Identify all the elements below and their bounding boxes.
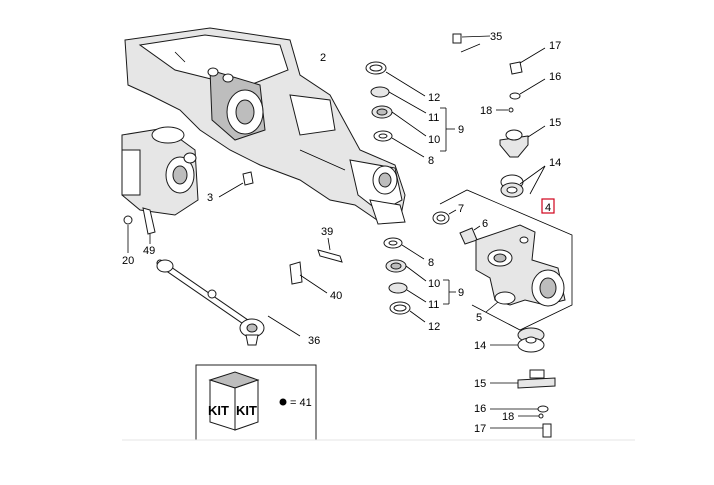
callout-5[interactable]: 5 xyxy=(476,312,482,324)
knuckle-frame xyxy=(439,189,573,331)
lower-washer-8[interactable] xyxy=(383,237,425,260)
upper-pin-18[interactable] xyxy=(496,107,514,113)
lower-pin-18[interactable] xyxy=(518,413,544,419)
upper-cap-15[interactable] xyxy=(499,125,546,158)
kit-label-left: KIT xyxy=(208,403,229,418)
callout-10-lower[interactable]: 10 xyxy=(428,278,440,290)
part-39-pin[interactable] xyxy=(317,237,343,263)
callout-6[interactable]: 6 xyxy=(482,218,488,230)
part-3-nut[interactable] xyxy=(218,171,254,198)
callout-10-upper[interactable]: 10 xyxy=(428,134,440,146)
callout-40[interactable]: 40 xyxy=(330,290,342,302)
legend-dot-icon xyxy=(279,398,287,406)
callout-11-lower[interactable]: 11 xyxy=(428,299,439,311)
callout-15-upper[interactable]: 15 xyxy=(549,117,561,129)
callout-12-lower[interactable]: 12 xyxy=(428,321,440,333)
part-35-bolt[interactable] xyxy=(452,33,491,53)
axle-housing[interactable] xyxy=(124,27,406,225)
callout-12-upper[interactable]: 12 xyxy=(428,92,440,104)
differential-assembly[interactable] xyxy=(121,126,199,216)
callout-17-lower[interactable]: 17 xyxy=(474,423,486,435)
callout-39[interactable]: 39 xyxy=(321,226,333,238)
callout-9-upper[interactable]: 9 xyxy=(458,124,464,136)
callout-49[interactable]: 49 xyxy=(143,245,155,257)
steering-knuckle[interactable] xyxy=(475,224,566,313)
upper-spacer-14[interactable] xyxy=(500,165,546,198)
callout-8-upper[interactable]: 8 xyxy=(428,155,434,167)
upper-washer-16[interactable] xyxy=(509,78,546,100)
kit-box xyxy=(195,364,317,441)
lower-spacer-14[interactable] xyxy=(490,327,545,353)
callout-14-lower[interactable]: 14 xyxy=(474,340,486,352)
callout-16-upper[interactable]: 16 xyxy=(549,71,561,83)
lower-cap-15[interactable] xyxy=(490,369,556,389)
callout-20[interactable]: 20 xyxy=(122,255,134,267)
callout-18-lower[interactable]: 18 xyxy=(502,411,514,423)
upper-bearing-11[interactable] xyxy=(370,86,427,114)
part-49-bracket[interactable] xyxy=(142,207,156,244)
kit-legend: = 41 xyxy=(290,397,312,409)
lower-washer-16[interactable] xyxy=(490,405,549,413)
kit-label-right: KIT xyxy=(236,403,257,418)
part-40-clip[interactable] xyxy=(289,261,328,294)
callout-2[interactable]: 2 xyxy=(320,52,326,64)
upper-bolt-17[interactable] xyxy=(509,47,546,75)
callout-3[interactable]: 3 xyxy=(207,192,213,204)
callout-7[interactable]: 7 xyxy=(458,203,464,215)
callout-17-upper[interactable]: 17 xyxy=(549,40,561,52)
callout-8-lower[interactable]: 8 xyxy=(428,257,434,269)
callout-35[interactable]: 35 xyxy=(490,31,502,43)
callout-36[interactable]: 36 xyxy=(308,335,320,347)
callout-14-upper[interactable]: 14 xyxy=(549,157,561,169)
upper-bearing-10[interactable] xyxy=(371,105,427,137)
callout-15-lower[interactable]: 15 xyxy=(474,378,486,390)
lower-seal-12[interactable] xyxy=(389,301,426,323)
lower-bearing-10[interactable] xyxy=(385,259,427,282)
part-7-seal[interactable] xyxy=(432,209,457,225)
part-20-nut[interactable] xyxy=(123,215,133,253)
callout-18-upper[interactable]: 18 xyxy=(480,105,492,117)
callout-4[interactable]: 4 xyxy=(545,202,551,214)
callout-11-upper[interactable]: 11 xyxy=(428,112,439,124)
upper-washer-8[interactable] xyxy=(373,130,425,158)
part-4-highlight xyxy=(541,198,555,214)
lower-bearing-11[interactable] xyxy=(388,282,427,303)
lower-bolt-17[interactable] xyxy=(490,423,552,438)
callout-9-lower[interactable]: 9 xyxy=(458,287,464,299)
tie-rod[interactable] xyxy=(156,259,301,346)
upper-seal-12[interactable] xyxy=(365,61,426,97)
callout-16-lower[interactable]: 16 xyxy=(474,403,486,415)
